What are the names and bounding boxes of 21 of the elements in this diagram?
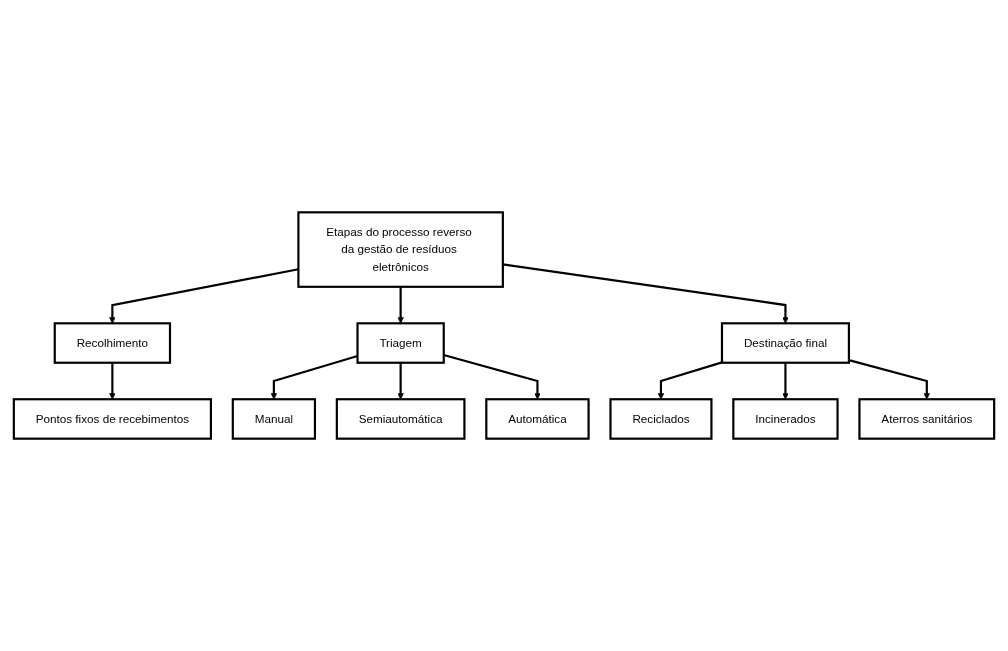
node-box: Recolhimento [53,322,172,364]
node-box: Aterros sanitários [858,398,996,440]
arrow [397,286,404,324]
arrow [109,362,116,400]
arrow [397,362,404,400]
node-box: Incinerados [732,398,839,440]
node-box: Pontos fixos de recebimentos [12,398,212,440]
node-box: Reciclados [609,398,713,440]
arrow [109,268,299,324]
node-box: Automática [485,398,590,440]
arrow [502,263,789,324]
arrow [270,354,358,400]
node-box: Destinação final [720,322,850,364]
node-box: Semiautomática [335,398,466,440]
arrow [848,359,930,400]
arrow [443,353,541,400]
node-box: Etapas do processo reverso da gestão de resíduos eletrônicos [297,211,504,288]
arrow [657,361,723,400]
arrow [782,362,789,400]
node-box: Manual [231,398,317,440]
node-box: Triagem [356,322,445,364]
